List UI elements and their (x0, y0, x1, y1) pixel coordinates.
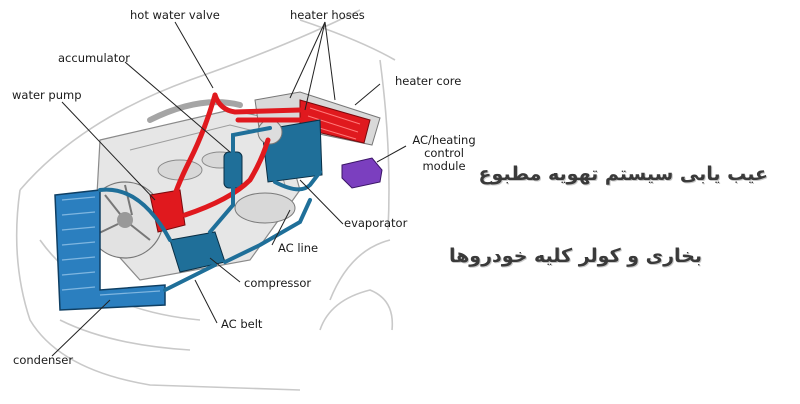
label-water-pump: water pump (12, 88, 82, 102)
label-control-module-line3: module (422, 159, 466, 173)
label-compressor: compressor (244, 276, 312, 290)
heater-core-unit (254, 91, 381, 146)
heading-line-1: عیب یابی سیستم تهویه مطبوع (478, 163, 768, 185)
label-control-module: AC/heating control module (406, 134, 482, 173)
label-accumulator: accumulator (58, 51, 130, 65)
label-ac-belt: AC belt (221, 317, 263, 331)
coolant-hoses (169, 92, 303, 218)
label-condenser: condenser (13, 353, 74, 367)
radiator-fan (86, 181, 164, 259)
compressor-unit (169, 192, 296, 273)
heading-line-2: بخاری و کولر کلیه خودروها (449, 245, 702, 267)
control-module-unit (341, 157, 383, 189)
evaporator-unit (257, 119, 323, 183)
label-evaporator: evaporator (344, 216, 408, 230)
label-heater-hoses: heater hoses (290, 8, 365, 22)
label-hot-water-valve: hot water valve (130, 8, 220, 22)
accumulator-unit (223, 151, 243, 189)
leader-lines (51, 21, 407, 357)
label-heater-core: heater core (395, 74, 462, 88)
car-body-outline (15, 9, 396, 391)
refrigerant-lines (98, 126, 322, 292)
label-ac-line: AC line (278, 241, 319, 255)
label-control-module-line2: control (424, 146, 464, 160)
label-control-module-line1: AC/heating (412, 133, 476, 147)
